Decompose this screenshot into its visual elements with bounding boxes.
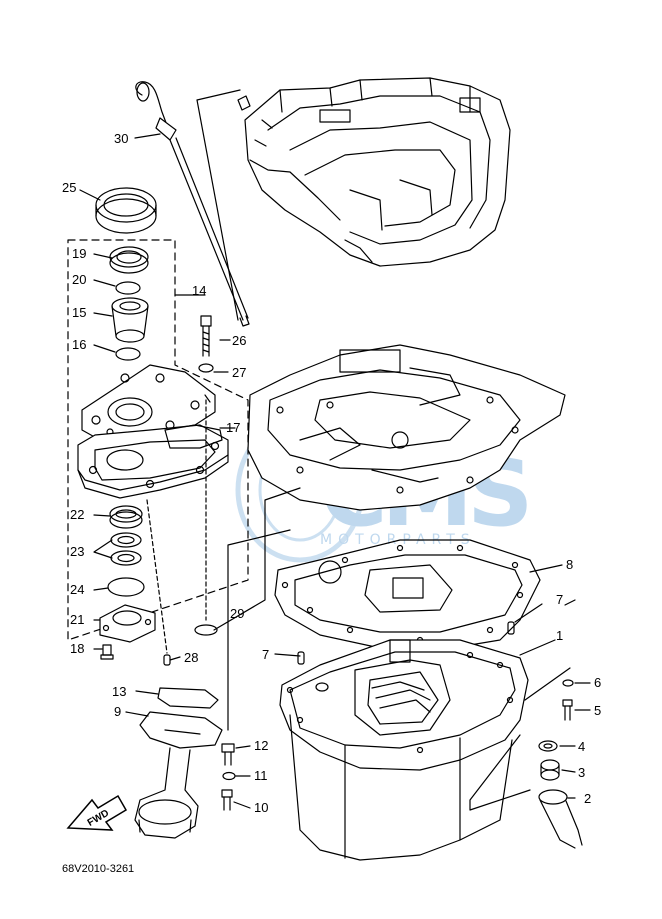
callout-9: 9 [114, 704, 121, 719]
callout-27: 27 [232, 365, 246, 380]
pump-housing-upper [81, 364, 216, 441]
gasket-17 [164, 424, 223, 449]
callout-18: 18 [70, 641, 84, 656]
strainer-9 [134, 711, 223, 839]
gasket-4 [538, 740, 558, 752]
washer-11 [222, 771, 236, 781]
dipstick [135, 81, 250, 327]
callout-16: 16 [72, 337, 86, 352]
gasket-13 [157, 687, 219, 709]
callout-28: 28 [184, 650, 198, 665]
bolt-10 [221, 789, 233, 811]
bushing-15 [111, 297, 149, 343]
callout-1: 1 [556, 628, 563, 643]
callout-8: 8 [566, 557, 573, 572]
gasket-8 [274, 539, 541, 651]
dowel-7b [297, 651, 305, 665]
callout-7-left: 7 [262, 647, 269, 662]
callout-26: 26 [232, 333, 246, 348]
callout-13: 13 [112, 684, 126, 699]
callout-5: 5 [594, 703, 601, 718]
leader-bracket [469, 667, 571, 811]
assembly-box [67, 239, 249, 641]
oil-pan-1 [279, 639, 529, 861]
washer-27 [198, 363, 214, 373]
leader-12 [227, 529, 291, 731]
callout-2: 2 [584, 791, 591, 806]
callout-labels: 30 25 19 20 14 15 26 16 27 17 22 23 24 2… [62, 131, 601, 815]
callout-25: 25 [62, 180, 76, 195]
pump-housing-lower [77, 424, 229, 499]
callout-11: 11 [254, 768, 268, 783]
callout-24: 24 [70, 582, 84, 597]
oil-seal-19 [109, 246, 149, 274]
callout-19: 19 [72, 246, 86, 261]
callout-22: 22 [70, 507, 84, 522]
bearing-23 [110, 532, 142, 566]
seal-holder-21 [99, 604, 156, 643]
callout-23: 23 [70, 544, 84, 559]
callout-4: 4 [578, 739, 585, 754]
callout-6: 6 [594, 675, 601, 690]
bolt-26 [200, 315, 212, 357]
bolt-18 [100, 644, 114, 660]
callout-3: 3 [578, 765, 585, 780]
callout-20: 20 [72, 272, 86, 287]
bolt-12 [221, 743, 235, 766]
callout-29: 29 [230, 606, 244, 621]
diagram-code: 68V2010-3261 [62, 863, 134, 875]
callout-17: 17 [226, 420, 240, 435]
oil-seal-22 [109, 505, 143, 529]
leader-1 [519, 639, 556, 656]
fwd-arrow: FWD [66, 794, 128, 831]
drain-plug-3 [540, 759, 560, 781]
callout-15: 15 [72, 305, 86, 320]
block-leader [196, 89, 241, 321]
washer-6 [562, 679, 574, 687]
exhaust-guide [247, 344, 566, 511]
o-ring-20 [115, 281, 141, 295]
callout-leaders [79, 133, 591, 809]
hose-2 [538, 789, 583, 849]
callout-21: 21 [70, 612, 84, 627]
callout-12: 12 [254, 738, 268, 753]
watermark-subtitle: MOTORPARTS [320, 532, 476, 548]
oil-seal-25 [95, 187, 157, 234]
leader-29b [213, 487, 301, 631]
o-ring-16 [115, 347, 141, 361]
callout-30: 30 [114, 131, 128, 146]
callout-7-right: 7 [556, 592, 563, 607]
dowel-28 [163, 654, 171, 666]
callout-14: 14 [192, 283, 206, 298]
leader-28 [146, 499, 168, 654]
engine-block [237, 77, 511, 267]
o-ring-24 [107, 577, 145, 597]
dowel-7a [507, 621, 515, 635]
callout-10: 10 [254, 800, 268, 815]
bolt-5 [562, 699, 573, 721]
o-ring-29 [194, 624, 218, 636]
